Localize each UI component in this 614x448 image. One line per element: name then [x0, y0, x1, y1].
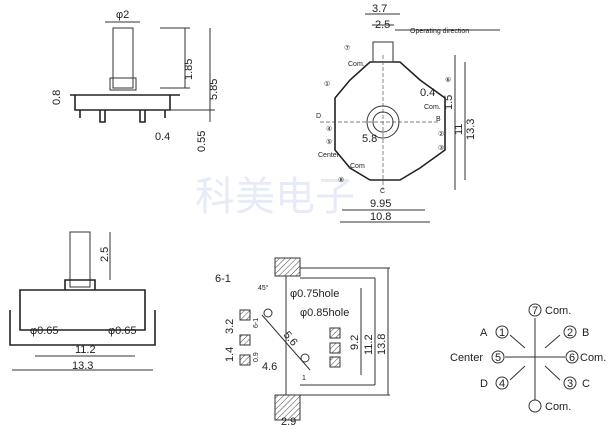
dim-11: 11: [453, 124, 465, 135]
pin-7-label: 7: [532, 305, 538, 317]
pin-7: ⑦: [344, 44, 350, 52]
dim-1.4: 1.4: [224, 347, 236, 362]
pin-1: ①: [324, 80, 330, 88]
hole-075-label: φ0.75hole: [290, 288, 339, 300]
dim-13.8: 13.8: [376, 334, 388, 355]
pin-4-label: 4: [499, 378, 505, 390]
dim-0.8: 0.8: [51, 90, 63, 105]
dim-13.3: 13.3: [72, 360, 93, 372]
dim-0.55: 0.55: [196, 131, 208, 152]
operating-direction-label: Operating direction: [410, 28, 469, 35]
center-label: Center: [318, 152, 340, 159]
pin-1-label: 1: [499, 327, 505, 339]
pin-8: ⑧: [338, 176, 344, 184]
pin-6-label: 6: [569, 352, 575, 364]
dim-shaft-diameter: φ2: [116, 9, 129, 21]
dim-5.6: 5.6: [281, 329, 300, 348]
dim-1: 1: [302, 375, 306, 382]
dim-11.2: 11.2: [75, 344, 96, 356]
dir-d-label: D: [316, 113, 321, 120]
dim-2.5: 2.5: [99, 247, 111, 262]
center-label: Center: [450, 352, 483, 364]
dir-c-label: C: [380, 188, 385, 195]
dim-3.2: 3.2: [224, 319, 236, 334]
com-right-label: Com.: [580, 352, 606, 364]
dim-0.4: 0.4: [155, 131, 170, 143]
pin-2-label: 2: [567, 327, 573, 339]
hole-left-label: φ0.65: [30, 325, 59, 337]
hole-085-label: φ0.85hole: [300, 307, 349, 319]
pin-6: ⑥: [445, 76, 451, 84]
dim-2.9: 2.9: [281, 416, 296, 428]
side-view-top: φ2 0.8 1.85 5.85 0.4 0.55: [51, 9, 220, 152]
dim-9.2: 9.2: [349, 335, 361, 350]
dim-6-1-b: 6-1: [253, 318, 260, 328]
b-label: B: [582, 327, 589, 339]
watermark: 科美电子: [195, 174, 355, 220]
com-top-label: Com.: [545, 305, 571, 317]
dim-5.8: 5.8: [362, 133, 377, 145]
switch-schematic: 7 Com. A 1 2 B Center 5 6 Com. D 4 3 C C…: [450, 303, 606, 413]
dim-13.3: 13.3: [465, 119, 477, 140]
top-view: 3.7 2.5 Operating direction ⑦ Com. ① 0.4…: [316, 3, 500, 223]
com-right-label: Com.: [424, 104, 441, 111]
hole-right-label: φ0.65: [108, 325, 137, 337]
dim-0.9: 0.9: [253, 352, 260, 362]
dim-1.5: 1.5: [443, 95, 455, 110]
dim-10.8: 10.8: [370, 211, 391, 223]
dim-2.5: 2.5: [375, 19, 390, 31]
angle-45: 45°: [258, 284, 269, 292]
d-label: D: [480, 378, 488, 390]
c-label: C: [582, 378, 590, 390]
dim-5.85: 5.85: [208, 79, 220, 100]
a-label: A: [480, 327, 488, 339]
dim-1.85: 1.85: [183, 59, 195, 80]
pin-5: ⑤: [326, 138, 332, 146]
dim-11.2: 11.2: [363, 334, 375, 355]
dir-b-label: B: [436, 116, 441, 123]
pin-2: ②: [438, 130, 444, 138]
dim-9.95: 9.95: [370, 198, 391, 210]
pin-3-label: 3: [567, 378, 573, 390]
pin-5-label: 5: [495, 352, 501, 364]
pin-3: ③: [438, 144, 444, 152]
pin-4: ④: [326, 125, 332, 133]
dim-3.7: 3.7: [372, 3, 387, 15]
com-bottom-label: Com: [350, 163, 365, 170]
pcb-layout: 6-1 45° φ0.75hole φ0.85hole 6-1 1.4 3.2 …: [215, 257, 390, 428]
dim-6-1: 6-1: [215, 273, 231, 285]
dim-0.4: 0.4: [420, 87, 435, 99]
side-view-bottom: 2.5 φ0.65 φ0.65 11.2 13.3: [9, 231, 156, 372]
com-top-label: Com.: [348, 61, 365, 68]
dim-4.6: 4.6: [262, 361, 277, 373]
com-bottom-label: Com.: [545, 401, 571, 413]
